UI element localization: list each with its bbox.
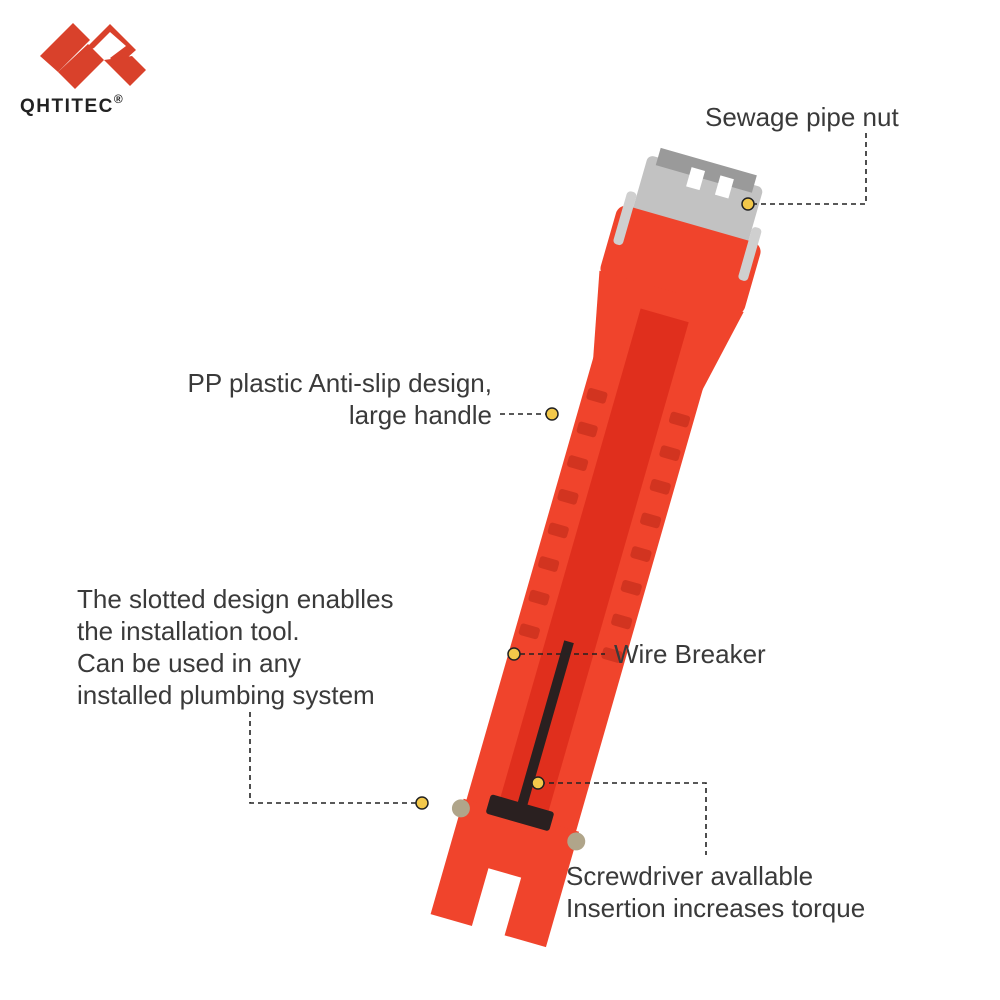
- registered-mark: ®: [113, 92, 125, 106]
- brand-logo-icon: [40, 23, 146, 89]
- callout-screwdriver-line1: Screwdriver avallable: [566, 861, 814, 891]
- callout-slotted-line1: The slotted design enablles: [77, 584, 394, 614]
- marker-handle: [545, 407, 559, 421]
- marker-nut: [741, 197, 755, 211]
- callout-handle-line2: large handle: [348, 400, 492, 430]
- callout-sewage-pipe-nut: Sewage pipe nut: [705, 102, 899, 132]
- marker-wire-breaker: [507, 647, 521, 661]
- callout-slotted-design: The slotted design enablles the installa…: [77, 583, 394, 711]
- marker-slot: [415, 796, 429, 810]
- callout-handle-line1: PP plastic Anti-slip design,: [187, 368, 492, 398]
- brand-logo: [18, 14, 168, 124]
- callout-screwdriver: Screwdriver avallable Insertion increase…: [566, 860, 865, 924]
- callout-screwdriver-line2: Insertion increases torque: [566, 893, 866, 923]
- wrench-body: [430, 147, 763, 948]
- callout-slotted-line4: installed plumbing system: [77, 680, 375, 710]
- wire-breaker: [514, 640, 574, 817]
- callout-wire-breaker: Wire Breaker: [614, 639, 766, 669]
- callout-handle: PP plastic Anti-slip design, large handl…: [120, 367, 492, 431]
- brand-name: QHTITEC®: [20, 92, 125, 117]
- marker-screwdriver: [531, 776, 545, 790]
- callout-slotted-line2: the installation tool.: [77, 616, 300, 646]
- callout-slotted-line3: Can be used in any: [77, 648, 302, 678]
